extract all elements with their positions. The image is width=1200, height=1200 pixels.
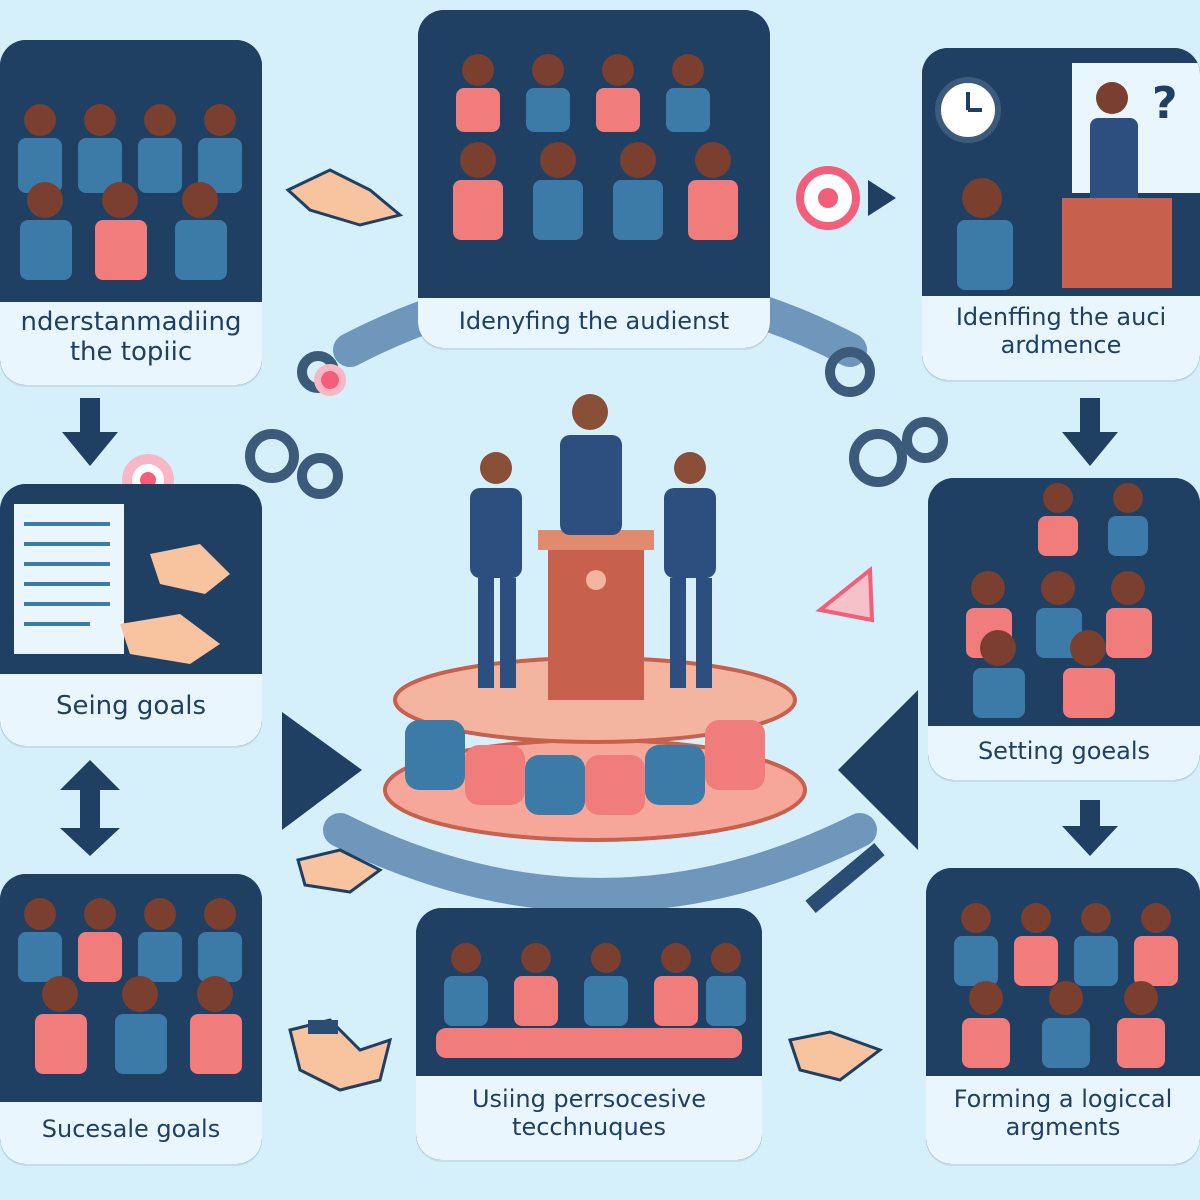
step-label-line: Seing goals — [55, 691, 207, 721]
hand-icon — [285, 168, 884, 1082]
card-successful-goals: Sucesale goals — [0, 874, 262, 1164]
double-arrow-icon — [60, 760, 120, 856]
step-label-line: Idenffing the auci — [955, 303, 1167, 331]
step-label: Usiing perrsocesive tecchnuques — [416, 1076, 762, 1160]
step-label: Sucesale goals — [0, 1102, 262, 1164]
step-label: nderstanmadiing the topiic — [0, 302, 262, 385]
right-arrow-icon — [868, 180, 896, 216]
card-understanding: nderstanmadiing the topiic — [0, 40, 262, 385]
down-arrow-icon — [1062, 800, 1118, 856]
podium — [538, 530, 654, 700]
audience-illustration — [418, 10, 770, 348]
card-identifying-audience: Idenyfing the audienst — [418, 10, 770, 348]
step-label-line: argments — [1005, 1112, 1121, 1141]
card-logical-arguments: Forming a logiccal argments — [926, 868, 1200, 1164]
step-label-line: Forming a logiccal — [953, 1085, 1173, 1113]
card-persuasive-techniques: Usiing perrsocesive tecchnuques — [416, 908, 762, 1160]
gear-icon — [825, 347, 948, 487]
svg-text:?: ? — [1152, 78, 1178, 129]
card-identifying-audience-2: ? Idenffing the auci ardmence — [922, 48, 1200, 380]
step-label-line: the topiic — [69, 336, 193, 367]
down-arrow-icon — [62, 398, 118, 466]
step-label: Idenffing the auci ardmence — [922, 296, 1200, 380]
speaker-left — [470, 452, 522, 688]
step-label: Seing goals — [0, 674, 262, 746]
megaphone-icon — [815, 565, 875, 623]
hand-icon — [150, 544, 230, 594]
step-label-line: Setting goeals — [977, 737, 1151, 765]
step-label-line: Sucesale goals — [41, 1115, 221, 1143]
speaker-center — [560, 394, 622, 535]
step-label: Setting goeals — [928, 726, 1200, 780]
step-label-line: nderstanmadiing — [20, 307, 242, 337]
down-arrow-icon — [1062, 398, 1118, 466]
right-arrow-icon — [282, 712, 362, 830]
handshake-icon — [288, 1018, 393, 1092]
step-label: Idenyfing the audienst — [418, 298, 770, 348]
card-setting-goals: Setting goeals — [928, 478, 1200, 780]
step-label-line: ardmence — [1000, 330, 1122, 359]
step-label-line: Idenyfing the audienst — [458, 307, 730, 335]
step-label-line: tecchnuques — [512, 1112, 666, 1141]
speaker-right — [664, 452, 716, 688]
hand-icon — [120, 614, 220, 664]
audience-seats — [405, 720, 765, 815]
document-icon — [14, 504, 124, 654]
left-arrow-icon — [838, 690, 918, 850]
step-label: Forming a logiccal argments — [926, 1076, 1200, 1164]
step-label-line: Usiing perrsocesive — [471, 1085, 707, 1113]
card-seing-goals: Seing goals — [0, 484, 262, 746]
pen-icon — [805, 842, 885, 914]
